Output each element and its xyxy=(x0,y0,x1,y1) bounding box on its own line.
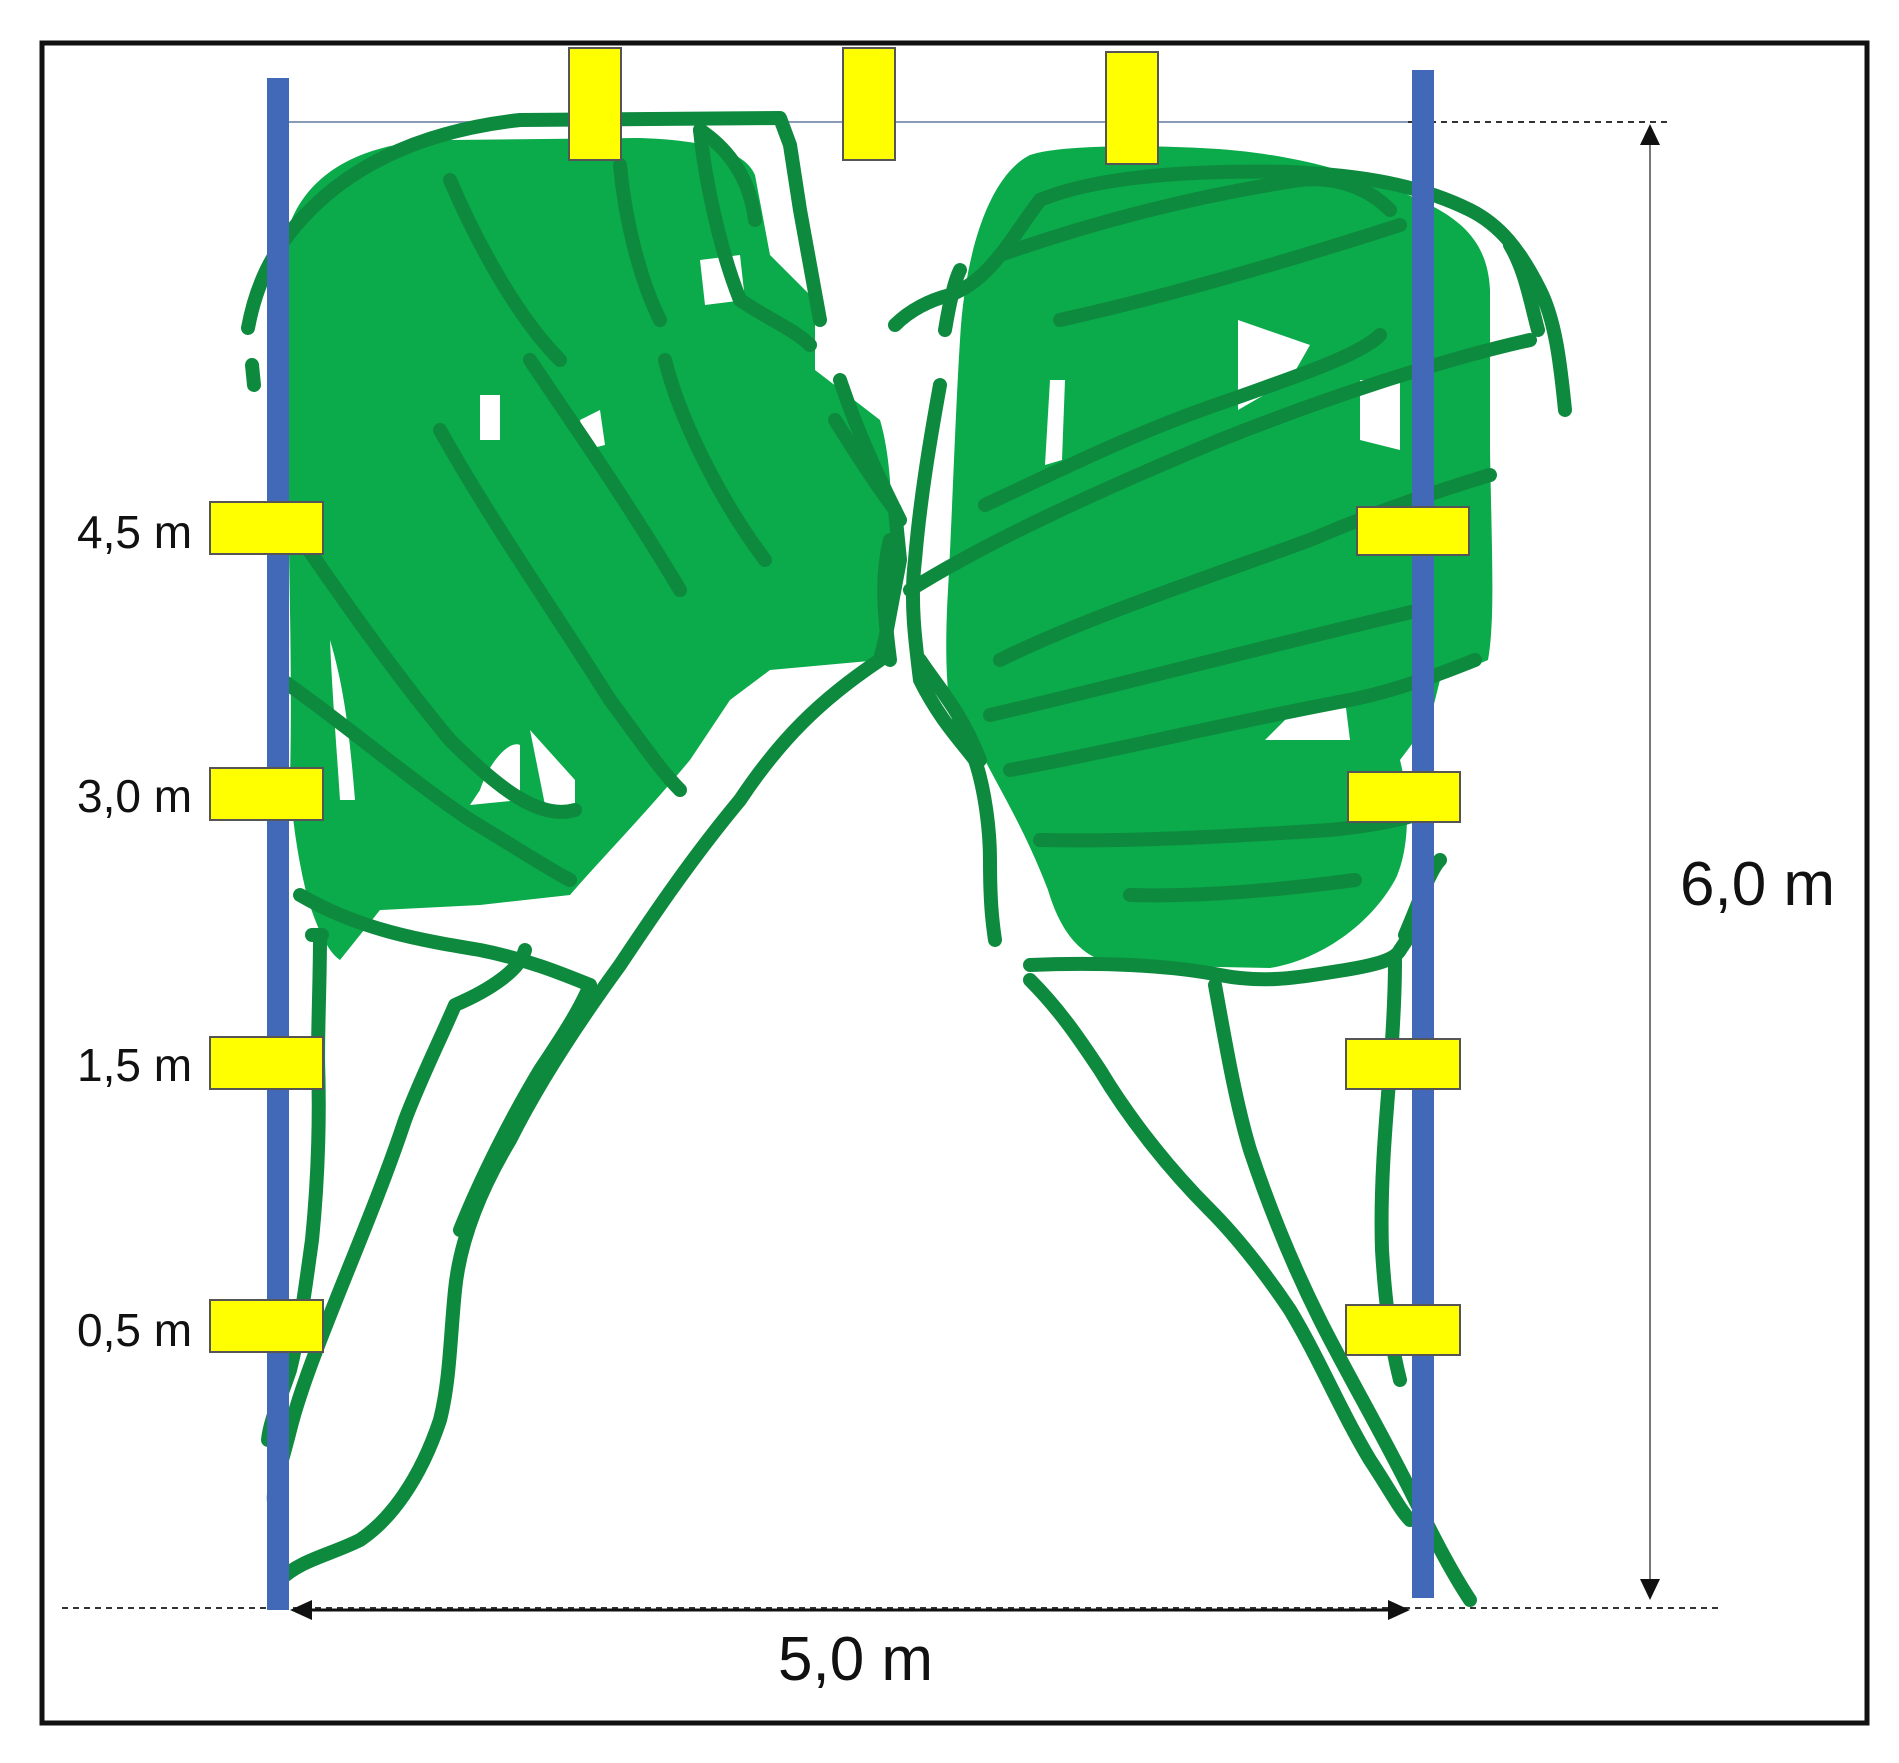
right-canopy-outline xyxy=(888,164,1572,417)
height-label-45: 4,5 m xyxy=(77,506,192,558)
height-label-15: 1,5 m xyxy=(77,1039,192,1091)
top-tie-1 xyxy=(568,47,622,161)
left-tie-05 xyxy=(209,1299,324,1353)
left-tie-45 xyxy=(209,501,324,555)
tie-markers xyxy=(209,47,1470,1356)
right-tie-15 xyxy=(1345,1038,1461,1090)
left-trunk xyxy=(273,413,907,1587)
right-tie-45 xyxy=(1356,506,1470,556)
right-tie-05 xyxy=(1345,1304,1461,1356)
width-dimension xyxy=(290,1600,1410,1620)
right-canopy xyxy=(946,146,1493,968)
left-stub xyxy=(245,358,261,392)
support-posts xyxy=(267,70,1434,1610)
right-trunk xyxy=(905,378,1002,947)
height-label-05: 0,5 m xyxy=(77,1304,192,1356)
left-lower-branch xyxy=(293,888,597,992)
left-post xyxy=(267,78,289,1610)
height-dimension-label: 6,0 m xyxy=(1680,850,1835,919)
left-canopy-outline xyxy=(241,111,827,335)
top-tie-2 xyxy=(842,47,896,161)
width-arrow-left xyxy=(290,1600,312,1620)
left-tie-30 xyxy=(209,767,324,821)
top-tie-3 xyxy=(1105,51,1159,165)
left-tie-15 xyxy=(209,1036,324,1090)
outer-frame xyxy=(39,40,1870,1726)
width-dimension-label: 5,0 m xyxy=(778,1625,933,1694)
height-dimension xyxy=(1640,124,1660,1600)
right-lower-branch xyxy=(1023,943,1407,987)
right-post xyxy=(1412,70,1434,1598)
height-arrow-top xyxy=(1640,124,1660,145)
height-arrow-bottom xyxy=(1640,1579,1660,1600)
height-label-30: 3,0 m xyxy=(77,770,192,822)
left-canopy xyxy=(284,138,892,960)
left-canopy-top-inner xyxy=(693,123,762,227)
width-arrow-right xyxy=(1388,1600,1410,1620)
right-tie-30 xyxy=(1347,771,1461,823)
